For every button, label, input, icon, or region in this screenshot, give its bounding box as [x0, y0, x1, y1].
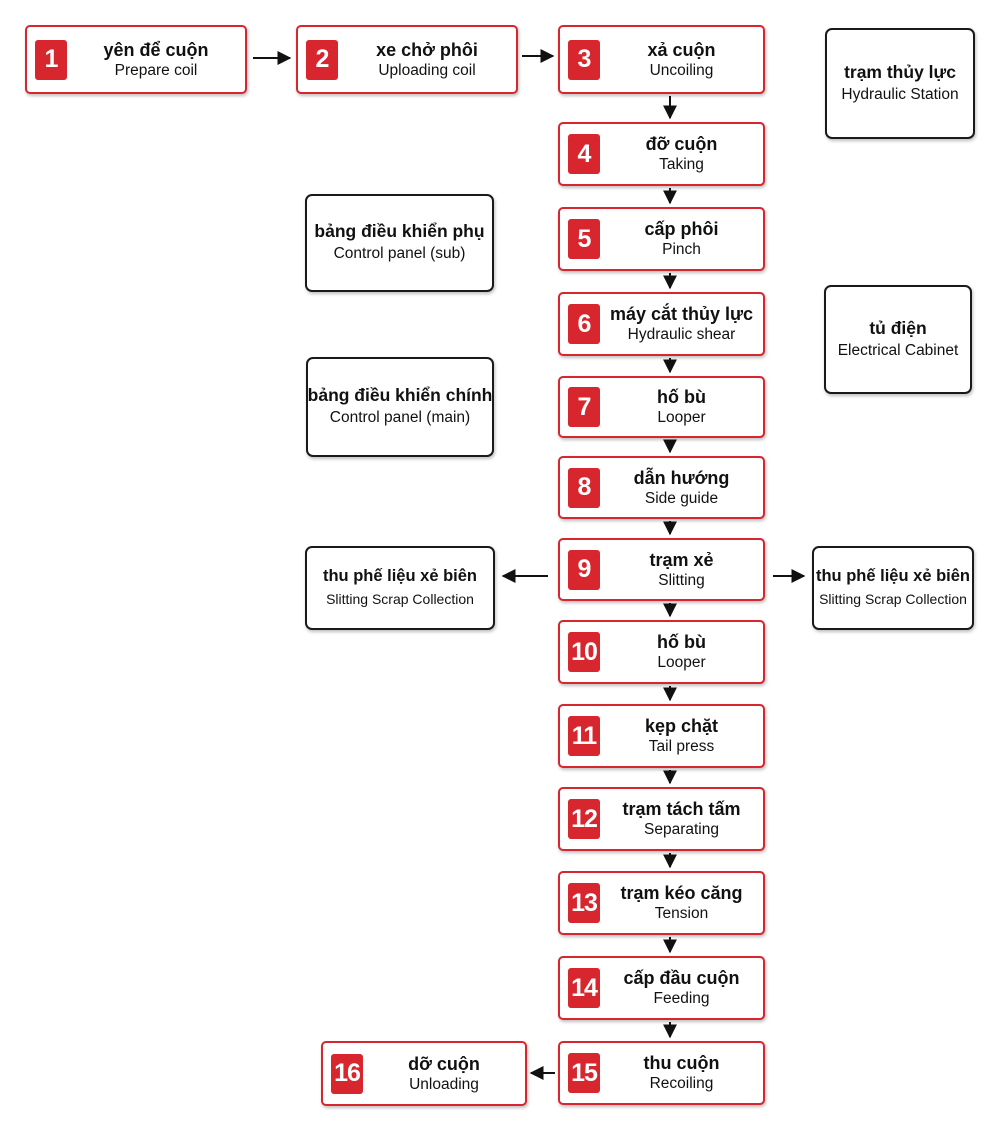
step-label-en: Recoiling [649, 1075, 714, 1092]
scrap-collection-left-box: thu phế liệu xẻ biên Slitting Scrap Coll… [305, 546, 495, 630]
control-panel-sub-box: bảng điều khiển phụ Control panel (sub) [305, 194, 494, 292]
step-label-en: Side guide [644, 489, 719, 507]
step-label-vi: dẫn hướng [633, 467, 730, 488]
step-label-vi: trạm tách tấm [622, 799, 741, 819]
step-number: 10 [568, 632, 600, 672]
step-number: 11 [568, 716, 600, 756]
step-label-vi: yên để cuộn [103, 39, 209, 60]
step-number: 15 [568, 1053, 600, 1093]
step-label-en: Hydraulic shear [627, 326, 736, 343]
step-number: 6 [568, 304, 600, 344]
step-number: 4 [568, 134, 600, 174]
step-number: 1 [35, 39, 67, 80]
aux-label-en: Slitting Scrap Collection [326, 591, 474, 607]
control-panel-main-box: bảng điều khiển chính Control panel (mai… [306, 357, 494, 457]
step-number: 2 [306, 39, 338, 80]
step-label-vi: hố bù [657, 387, 706, 407]
step-label-vi: thu cuộn [643, 1053, 720, 1073]
step-label-vi: dỡ cuộn [408, 1053, 480, 1074]
step-label-en: Feeding [653, 990, 710, 1007]
step-label-en: Prepare coil [114, 61, 198, 79]
aux-label-vi: trạm thủy lực [844, 61, 956, 82]
step-number: 8 [568, 467, 600, 508]
step-number: 13 [568, 883, 600, 923]
step-label-vi: xe chở phôi [376, 39, 478, 60]
step-label-en: Pinch [662, 241, 701, 258]
aux-label-en: Electrical Cabinet [837, 341, 959, 359]
aux-label-vi: thu phế liệu xẻ biên [322, 567, 478, 585]
step-number: 9 [568, 549, 600, 590]
step-label-vi: trạm kéo căng [620, 883, 743, 903]
aux-label-en: Slitting Scrap Collection [819, 591, 967, 607]
step-label-vi: xả cuộn [647, 39, 716, 60]
step-7-looper: 7 hố bù Looper [558, 376, 765, 438]
step-label-en: Looper [657, 654, 706, 671]
step-label-en: Looper [657, 409, 706, 426]
step-number: 3 [568, 39, 600, 80]
aux-label-vi: bảng điều khiển chính [307, 385, 493, 405]
step-label-vi: hố bù [657, 632, 706, 652]
aux-label-vi: bảng điều khiển phụ [314, 221, 485, 241]
step-label-en: Slitting [658, 571, 705, 589]
electrical-cabinet-box: tủ điện Electrical Cabinet [824, 285, 972, 394]
step-label-en: Uncoiling [649, 61, 714, 79]
step-label-en: Tension [654, 905, 709, 922]
step-label-en: Taking [659, 156, 704, 173]
aux-label-en: Hydraulic Station [841, 85, 959, 103]
step-label-vi: đỡ cuộn [645, 134, 718, 154]
step-number: 14 [568, 968, 600, 1008]
aux-label-en: Control panel (main) [329, 409, 471, 426]
step-label-en: Uploading coil [378, 61, 476, 79]
step-label-vi: máy cắt thủy lực [609, 304, 754, 324]
aux-label-vi: thu phế liệu xẻ biên [815, 567, 971, 585]
aux-label-en: Control panel (sub) [333, 245, 466, 262]
step-number: 12 [568, 799, 600, 839]
step-number: 5 [568, 219, 600, 259]
step-10-looper: 10 hố bù Looper [558, 620, 765, 684]
step-label-vi: trạm xẻ [649, 549, 714, 570]
step-label-en: Tail press [648, 738, 715, 755]
aux-label-vi: tủ điện [869, 317, 927, 338]
step-label-en: Unloading [409, 1075, 479, 1093]
scrap-collection-right-box: thu phế liệu xẻ biên Slitting Scrap Coll… [812, 546, 974, 630]
step-label-vi: cấp đầu cuộn [623, 968, 740, 988]
step-label-en: Separating [644, 821, 719, 838]
step-number: 16 [331, 1053, 363, 1094]
step-label-vi: cấp phôi [644, 219, 719, 239]
step-number: 7 [568, 387, 600, 427]
step-label-vi: kẹp chặt [644, 716, 719, 736]
hydraulic-station-box: trạm thủy lực Hydraulic Station [825, 28, 975, 139]
